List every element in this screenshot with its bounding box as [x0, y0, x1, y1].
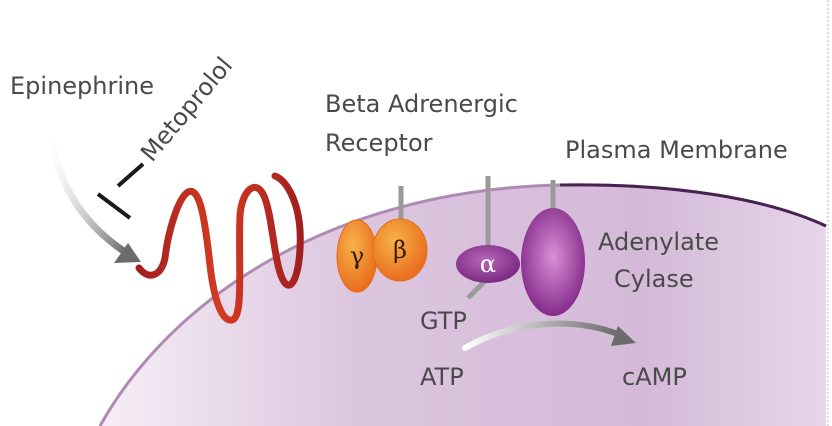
plasma-membrane-label: Plasma Membrane [565, 136, 788, 164]
adenylate-label-line1: Adenylate [598, 228, 719, 256]
receptor-label-line1: Beta Adrenergic [325, 90, 518, 118]
gtp-label: GTP [420, 307, 467, 335]
atp-camp-arrowhead-icon [611, 326, 636, 346]
atp-camp-arrow [462, 320, 621, 351]
camp-label: cAMP [622, 363, 687, 391]
atp-label: ATP [420, 363, 464, 391]
adenylate-cyclase [521, 208, 585, 316]
receptor-label-line2: Receptor [325, 129, 433, 157]
beta-adrenergic-receptor-helix [135, 172, 304, 324]
g-protein-alpha [456, 245, 520, 283]
adenylate-label-line2: Cylase [614, 265, 694, 293]
t-bar-inhibit-icon [96, 162, 145, 220]
plasma-membrane-edge [559, 183, 827, 228]
epinephrine-arrow [46, 121, 129, 256]
epinephrine-label: Epinephrine [10, 72, 154, 100]
gtp-tether [466, 278, 488, 300]
gamma-symbol: γ [350, 242, 364, 270]
alpha-symbol: α [480, 250, 496, 278]
epinephrine-arrowhead-icon [114, 243, 141, 263]
beta-symbol: β [393, 236, 407, 264]
g-protein-beta [372, 218, 428, 282]
metoprolol-label: Metoprolol [135, 52, 238, 167]
cell-interior [100, 184, 826, 426]
